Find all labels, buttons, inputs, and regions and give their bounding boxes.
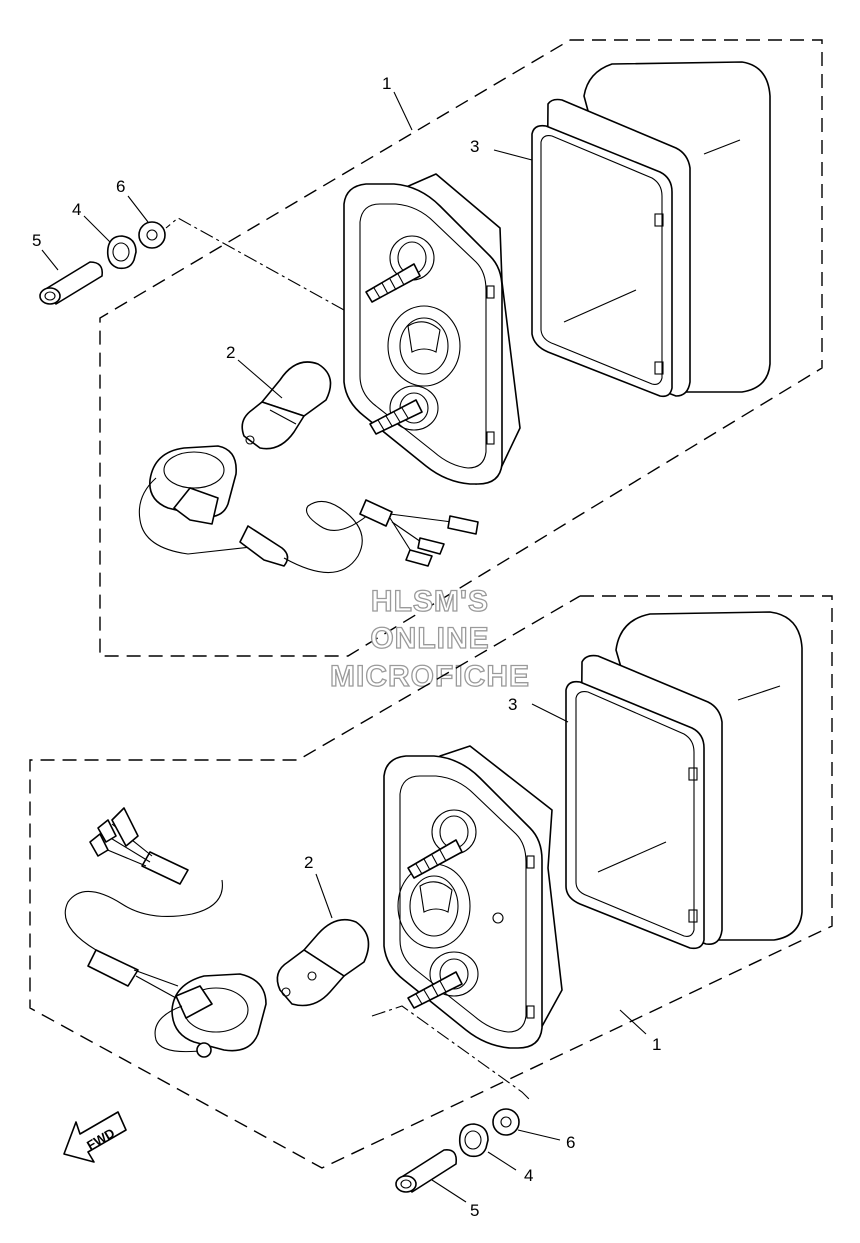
top-callout-5: 5 <box>32 231 41 250</box>
bottom-stud-upper <box>407 839 463 879</box>
top-callout-4: 4 <box>72 200 81 219</box>
watermark: HLSM'S ONLINE MICROFICHE <box>329 584 530 693</box>
bottom-lens-cover[interactable] <box>565 611 803 950</box>
bottom-nut-4[interactable] <box>458 1123 489 1158</box>
top-stud-leader <box>165 217 345 311</box>
top-nut-4[interactable] <box>106 235 137 270</box>
watermark-line-1: HLSM'S <box>371 585 489 618</box>
top-assembly: 1 3 2 4 6 5 <box>32 39 823 657</box>
bottom-stud-leader <box>371 1005 531 1101</box>
top-washer-6[interactable] <box>138 221 166 249</box>
bottom-callout-2: 2 <box>304 853 313 872</box>
top-spacer-5[interactable] <box>39 261 104 305</box>
top-callout-2: 2 <box>226 343 235 362</box>
bottom-callout-6: 6 <box>566 1133 575 1152</box>
top-lens-cover[interactable] <box>531 61 771 398</box>
bottom-callout-4: 4 <box>524 1166 533 1185</box>
top-callout-6: 6 <box>116 177 125 196</box>
watermark-line-2: ONLINE <box>370 622 489 655</box>
bottom-callout-5: 5 <box>470 1201 479 1220</box>
bottom-spacer-5[interactable] <box>395 1148 458 1193</box>
bottom-housing[interactable] <box>383 745 563 1049</box>
top-socket-harness[interactable] <box>138 445 479 574</box>
top-housing[interactable] <box>343 173 521 485</box>
bottom-socket-harness[interactable] <box>64 807 267 1058</box>
bottom-callout-3: 3 <box>508 695 517 714</box>
bottom-stud-lower <box>407 971 463 1009</box>
fwd-arrow-icon: FWD <box>63 1111 127 1163</box>
top-bulb[interactable] <box>241 361 332 450</box>
top-assembly-boundary <box>99 39 823 657</box>
bottom-assembly: FWD 3 2 1 6 4 5 <box>29 595 833 1220</box>
top-callout-3: 3 <box>470 137 479 156</box>
top-stud-lower <box>369 399 423 435</box>
bottom-bulb[interactable] <box>276 918 370 1007</box>
bottom-callout-1: 1 <box>652 1035 661 1054</box>
watermark-line-3: MICROFICHE <box>330 660 530 693</box>
top-stud-upper <box>365 263 421 303</box>
bottom-washer-6[interactable] <box>492 1108 520 1136</box>
top-callout-1: 1 <box>382 74 391 93</box>
